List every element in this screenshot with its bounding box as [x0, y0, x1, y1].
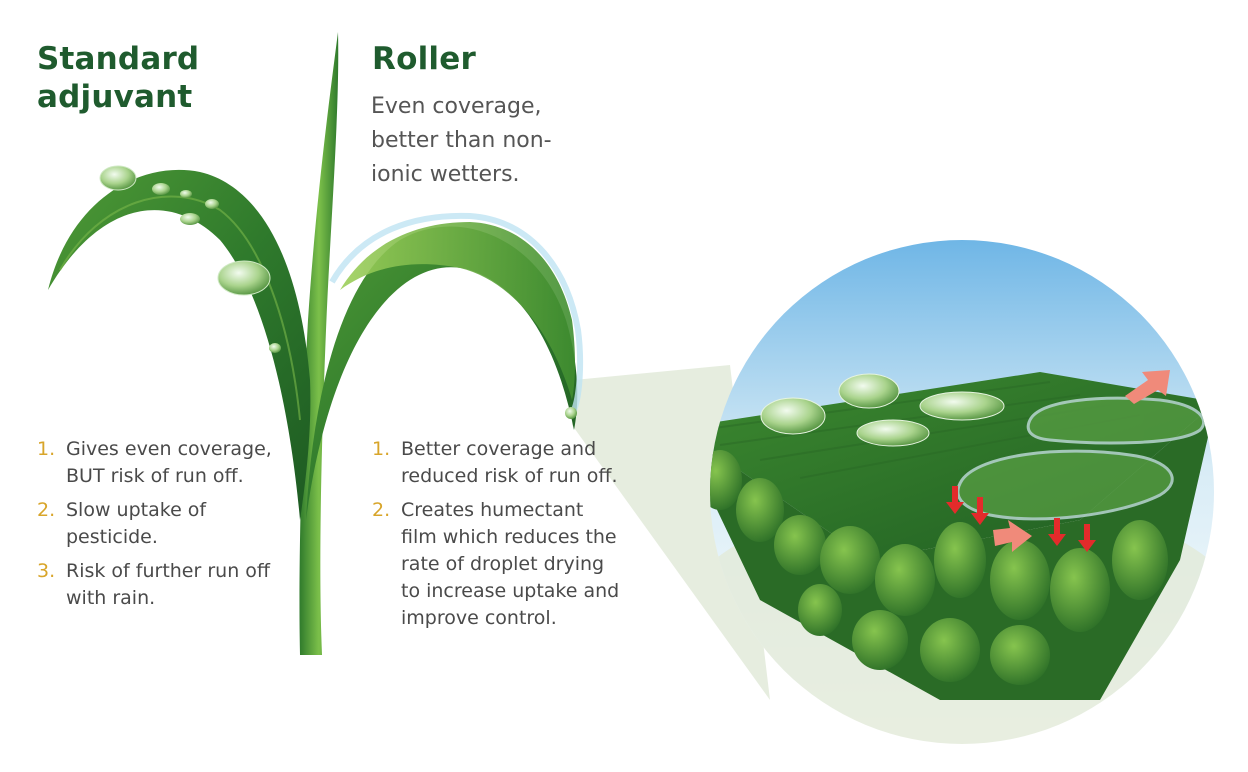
point-number: 1. [37, 438, 56, 460]
down-arrow-icon [946, 486, 1096, 552]
list-item: 1. Better coverage and reduced risk of ru… [372, 436, 622, 490]
list-item: 3. Risk of further run off with rain. [37, 558, 277, 612]
standard-adjuvant-heading: Standard adjuvant [37, 40, 237, 116]
leaf-cross-section-icon [710, 240, 1214, 744]
list-item: 1. Gives even coverage, BUT risk of run o… [37, 436, 277, 490]
point-text: Better coverage and reduced risk of run … [401, 438, 618, 487]
point-number: 2. [37, 499, 56, 521]
point-number: 2. [372, 499, 391, 521]
point-text: Gives even coverage, BUT risk of run off… [66, 438, 272, 487]
point-text: Risk of further run off with rain. [66, 560, 270, 609]
point-number: 3. [37, 560, 56, 582]
roller-points-list: 1. Better coverage and reduced risk of ru… [372, 436, 622, 639]
list-item: 2. Slow uptake of pesticide. [37, 497, 277, 551]
list-item: 2. Creates humectant film which reduces t… [372, 497, 622, 632]
standard-heading-line1: Standard [37, 41, 200, 77]
roller-subtitle: Even coverage, better than non-ionic wet… [371, 94, 552, 187]
roller-heading: Roller [372, 41, 476, 77]
grass-blade-icon [306, 226, 578, 520]
grass-blade-icon [48, 169, 311, 520]
point-number: 1. [372, 438, 391, 460]
standard-points-list: 1. Gives even coverage, BUT risk of run o… [37, 436, 277, 619]
point-text: Slow uptake of pesticide. [66, 499, 207, 548]
point-text: Creates humectant film which reduces the… [401, 499, 620, 629]
water-droplet-icon [99, 165, 281, 353]
standard-heading-line2: adjuvant [37, 79, 193, 115]
grass-blade-icon [299, 32, 339, 655]
